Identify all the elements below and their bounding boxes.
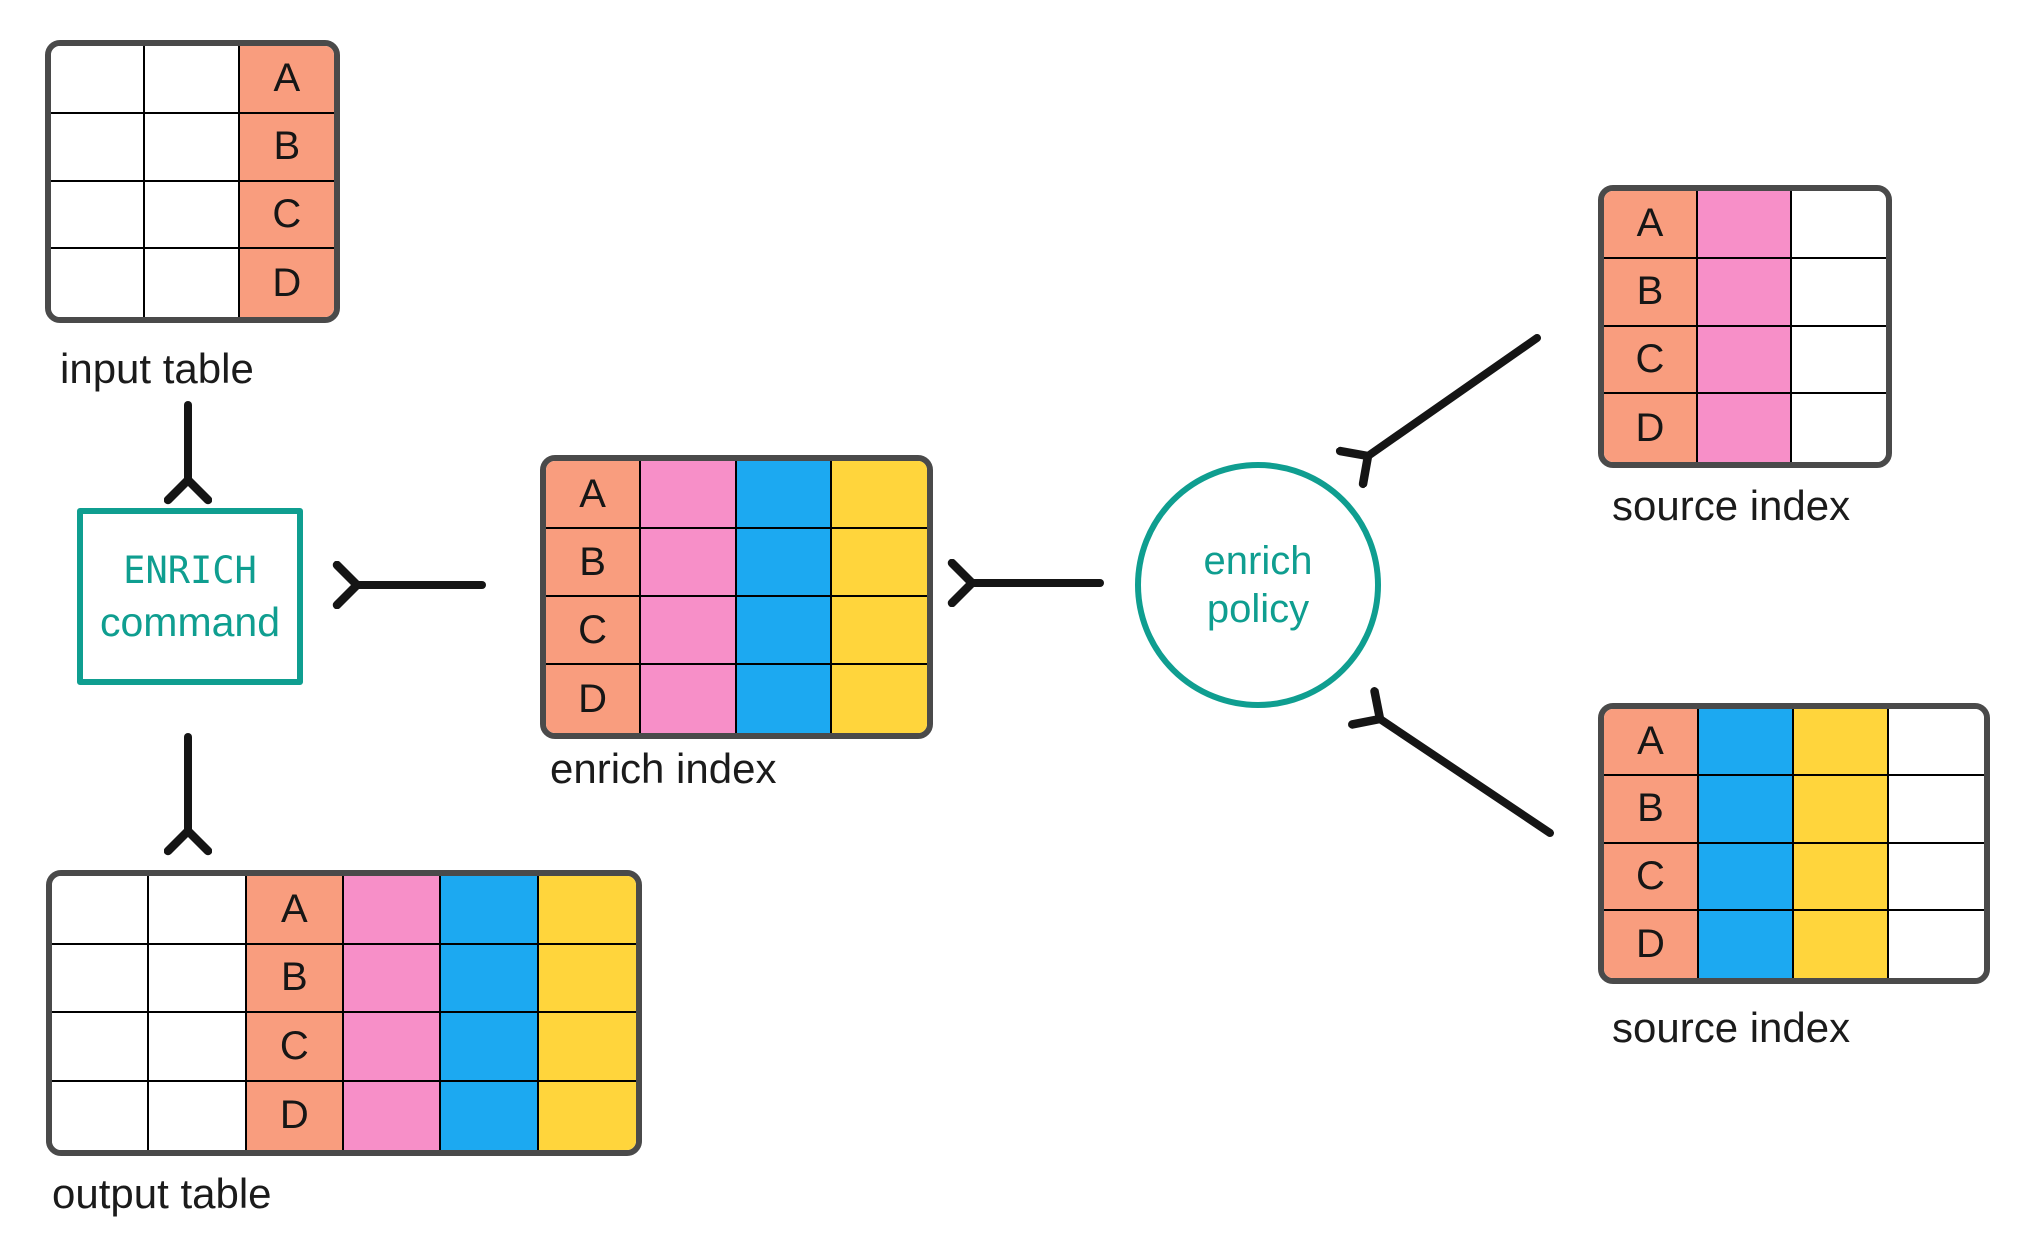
enrich-index-caption: enrich index bbox=[550, 745, 777, 792]
table-cell bbox=[736, 665, 832, 733]
table-cell bbox=[149, 876, 247, 945]
key-cell: A bbox=[1604, 709, 1699, 777]
key-cell: B bbox=[239, 113, 334, 182]
enrich-command-keyword: ENRICH bbox=[123, 548, 257, 592]
table-cell bbox=[1889, 776, 1984, 844]
key-cell: B bbox=[546, 529, 642, 597]
table-cell bbox=[1698, 326, 1792, 395]
table-cell bbox=[641, 665, 737, 733]
table-cell bbox=[52, 1081, 150, 1150]
table-cell bbox=[1699, 709, 1794, 777]
table-cell bbox=[1792, 326, 1886, 395]
table-cell bbox=[1792, 191, 1886, 259]
table-cell bbox=[831, 665, 927, 733]
table-cell bbox=[149, 944, 247, 1013]
table-cell bbox=[344, 944, 442, 1013]
table-cell bbox=[1794, 910, 1889, 978]
table-cell bbox=[149, 1013, 247, 1082]
key-cell: A bbox=[239, 46, 334, 114]
enrich-policy-word-2: policy bbox=[1206, 587, 1310, 631]
table-cell bbox=[1889, 910, 1984, 978]
table-cell bbox=[736, 597, 832, 665]
source-index-top-caption: source index bbox=[1612, 482, 1851, 529]
table-cell bbox=[149, 1081, 247, 1150]
table-cell bbox=[641, 461, 737, 529]
table-cell bbox=[538, 944, 636, 1013]
table-cell bbox=[51, 113, 146, 182]
source-index-bottom-caption: source index bbox=[1612, 1004, 1851, 1051]
table-cell bbox=[52, 876, 150, 945]
key-cell: D bbox=[546, 665, 642, 733]
key-cell: A bbox=[246, 876, 344, 945]
table-cell bbox=[831, 461, 927, 529]
key-cell: C bbox=[546, 597, 642, 665]
arrow-source-top-to-policy bbox=[1368, 334, 1541, 456]
table-cell bbox=[52, 1013, 150, 1082]
table-cell bbox=[1698, 191, 1792, 259]
input-table-caption: input table bbox=[60, 345, 254, 392]
table-cell bbox=[1792, 394, 1886, 462]
key-cell: B bbox=[1604, 258, 1698, 327]
enrich-policy-word-1: enrich bbox=[1203, 539, 1313, 583]
table-cell bbox=[831, 597, 927, 665]
table-cell bbox=[51, 249, 146, 317]
key-cell: D bbox=[246, 1081, 344, 1150]
table-cell bbox=[145, 181, 240, 250]
table-cell bbox=[441, 1013, 539, 1082]
table-cell bbox=[1699, 843, 1794, 911]
table-cell bbox=[1889, 709, 1984, 777]
table-cell bbox=[145, 249, 240, 317]
table-cell bbox=[538, 1013, 636, 1082]
key-cell: B bbox=[246, 944, 344, 1013]
table-cell bbox=[641, 597, 737, 665]
table-cell bbox=[344, 876, 442, 945]
key-cell: C bbox=[239, 181, 334, 250]
key-cell: A bbox=[546, 461, 642, 529]
table-cell bbox=[1794, 709, 1889, 777]
table-cell bbox=[51, 46, 146, 114]
table-cell bbox=[736, 529, 832, 597]
key-cell: C bbox=[1604, 326, 1698, 395]
enrich-command-word: command bbox=[99, 598, 280, 645]
table-cell bbox=[1889, 843, 1984, 911]
table-cell bbox=[145, 46, 240, 114]
table-cell bbox=[344, 1081, 442, 1150]
table-cell bbox=[538, 876, 636, 945]
table-cell bbox=[538, 1081, 636, 1150]
key-cell: C bbox=[1604, 843, 1699, 911]
enrich-command-node: ENRICH command bbox=[77, 508, 303, 685]
table-cell bbox=[736, 461, 832, 529]
table-cell bbox=[1699, 776, 1794, 844]
table-cell bbox=[831, 529, 927, 597]
key-cell: B bbox=[1604, 776, 1699, 844]
key-cell: D bbox=[1604, 394, 1698, 462]
table-cell bbox=[145, 113, 240, 182]
table-cell bbox=[1699, 910, 1794, 978]
table-cell bbox=[441, 1081, 539, 1150]
arrow-source-bottom-to-policy bbox=[1380, 719, 1554, 837]
table-cell bbox=[441, 944, 539, 1013]
output-table-caption: output table bbox=[52, 1170, 272, 1217]
table-cell bbox=[441, 876, 539, 945]
table-cell bbox=[1698, 394, 1792, 462]
table-cell bbox=[52, 944, 150, 1013]
table-cell bbox=[344, 1013, 442, 1082]
key-cell: C bbox=[246, 1013, 344, 1082]
table-cell bbox=[641, 529, 737, 597]
table-cell bbox=[1794, 843, 1889, 911]
table-cell bbox=[1792, 258, 1886, 327]
key-cell: D bbox=[239, 249, 334, 317]
enrich-policy-node: enrich policy bbox=[1135, 462, 1381, 708]
key-cell: D bbox=[1604, 910, 1699, 978]
key-cell: A bbox=[1604, 191, 1698, 259]
table-cell bbox=[1794, 776, 1889, 844]
table-cell bbox=[1698, 258, 1792, 327]
table-cell bbox=[51, 181, 146, 250]
